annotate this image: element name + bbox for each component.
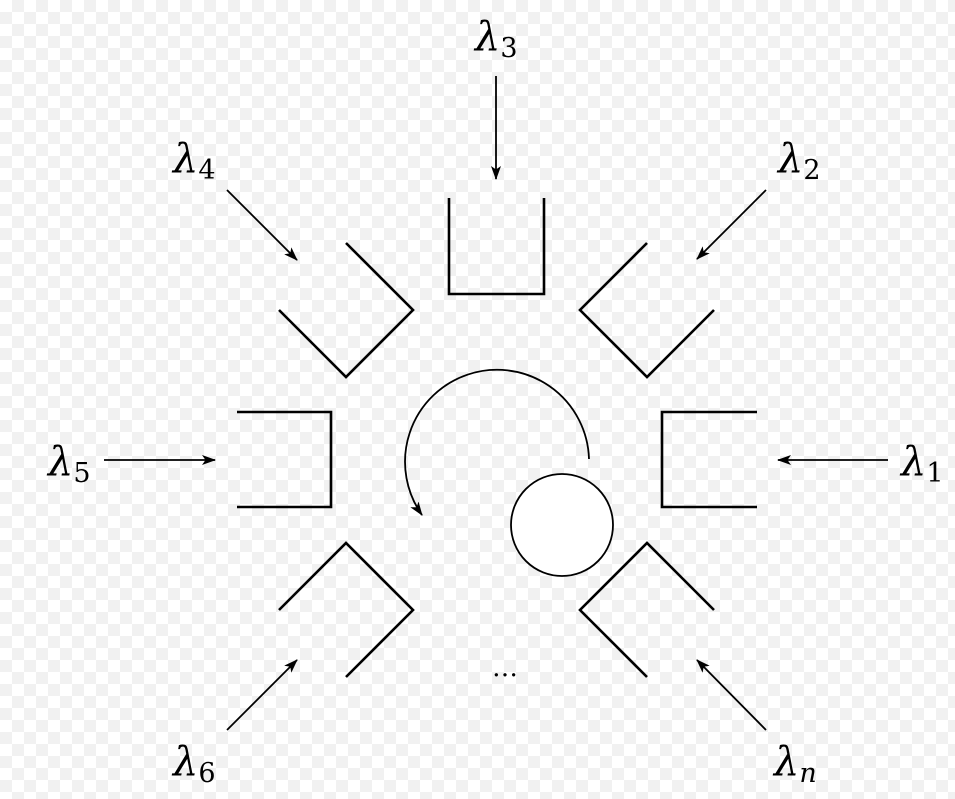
lambda-6-symbol: λ bbox=[171, 739, 198, 785]
lambda-5-subscript: 5 bbox=[73, 458, 90, 489]
queue-5 bbox=[237, 410, 333, 509]
lambda-3-symbol: λ bbox=[473, 14, 500, 60]
rotation-arrow bbox=[404, 368, 590, 516]
label-lambda-6: λ6 bbox=[171, 739, 216, 789]
label-lambda-5: λ5 bbox=[46, 439, 91, 489]
lambda-1-symbol: λ bbox=[899, 439, 926, 485]
label-lambda-n: λn bbox=[772, 739, 817, 789]
lambda-2-subscript: 2 bbox=[803, 155, 820, 186]
lambda-2-symbol: λ bbox=[776, 136, 803, 182]
lambda-6-subscript: 6 bbox=[198, 758, 215, 789]
lambda-5-symbol: λ bbox=[46, 439, 73, 485]
label-lambda-1: λ1 bbox=[899, 439, 944, 489]
arrival-arrow-2 bbox=[696, 189, 767, 260]
queue-6 bbox=[278, 541, 415, 678]
lambda-4-subscript: 4 bbox=[198, 155, 215, 186]
arrival-arrow-n bbox=[696, 659, 767, 731]
arrival-arrow-4 bbox=[226, 189, 298, 261]
lambda-n-symbol: λ bbox=[772, 739, 799, 785]
queue-3 bbox=[447, 198, 546, 296]
label-lambda-4: λ4 bbox=[171, 136, 216, 186]
queue-1 bbox=[660, 410, 757, 509]
ellipsis: … bbox=[492, 653, 518, 683]
queue-2 bbox=[578, 242, 715, 379]
arrival-arrow-6 bbox=[226, 659, 298, 731]
label-lambda-2: λ2 bbox=[776, 136, 821, 186]
lambda-4-symbol: λ bbox=[171, 136, 198, 182]
queue-n bbox=[578, 541, 715, 678]
lambda-3-subscript: 3 bbox=[500, 33, 517, 64]
lambda-n-subscript: n bbox=[799, 758, 816, 789]
server-circle bbox=[510, 473, 614, 577]
label-lambda-3: λ3 bbox=[473, 14, 518, 64]
queue-4 bbox=[278, 242, 415, 379]
lambda-1-subscript: 1 bbox=[926, 458, 943, 489]
